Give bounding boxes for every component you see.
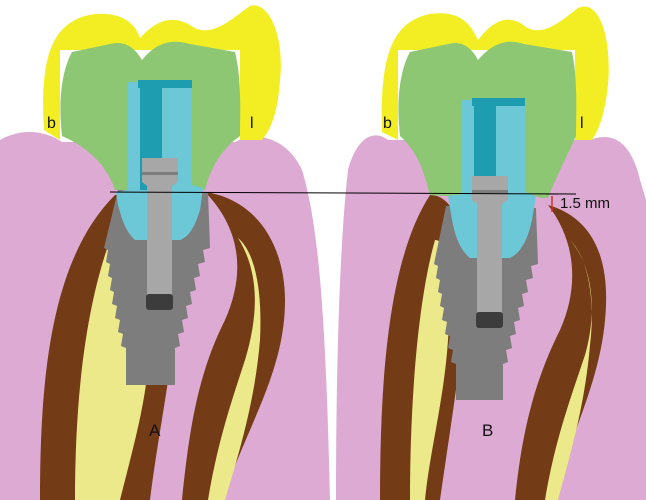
measurement-label: 1.5 mm [560,195,611,212]
buccal-label-a: b [47,115,56,132]
panel-label-a: A [149,421,161,440]
abutment-top-a [138,80,192,88]
screw-tip-b [476,312,503,328]
screw-b [472,176,508,318]
crown-veneer-b [381,6,609,141]
crown-veneer-a [43,5,281,141]
reference-line [109,191,577,195]
lingual-label-b: l [580,115,584,132]
screw-a [142,158,178,300]
abutment-top-b [472,98,525,106]
screw-head-line-a [142,172,178,175]
panel-b [336,6,646,500]
screw-tip-a [146,294,173,310]
panel-label-b: B [482,421,494,440]
buccal-label-b: b [383,115,392,132]
lingual-label-a: l [250,115,254,132]
screw-head-line-b [472,190,508,193]
bone-cancellous-b [410,240,592,500]
abutment-shade-b [474,100,496,194]
panel-a [0,5,330,500]
